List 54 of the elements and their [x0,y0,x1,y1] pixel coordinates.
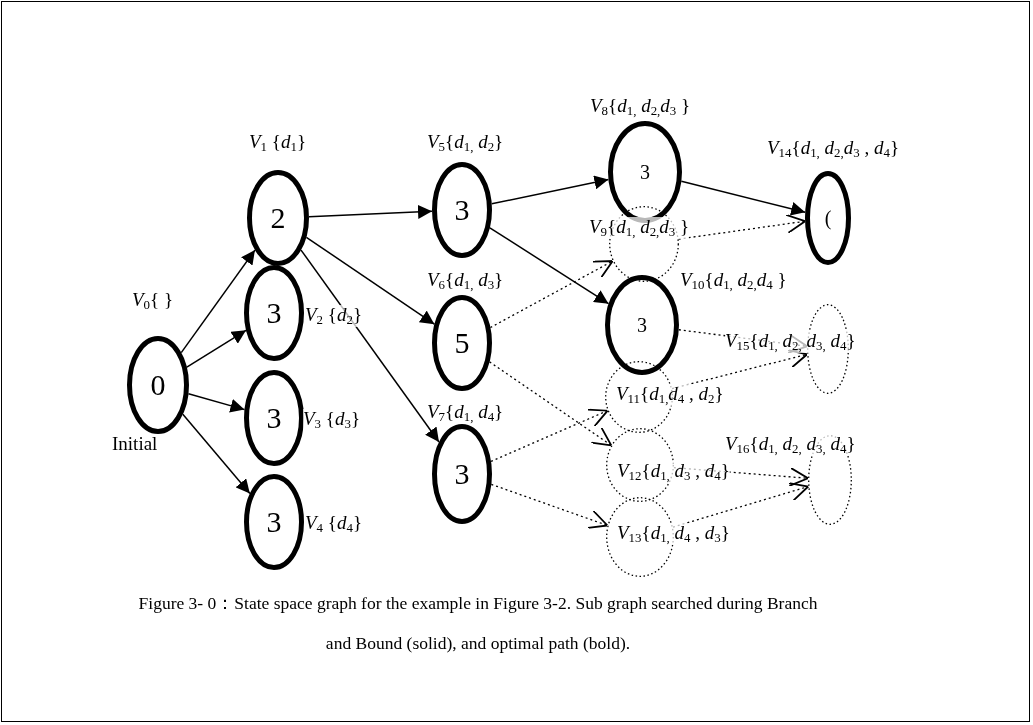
state-label: V$_{3}$ {d$_{3}$} [303,409,360,432]
arrow [490,408,609,462]
state-ellipse [244,370,304,466]
state-ellipse [805,171,851,265]
cost-value: 3 [266,403,282,433]
dotted-state-ellipse [605,361,724,433]
cost-value: 3 [637,315,647,335]
cost-value: 3 [266,507,282,537]
state-ellipse [244,265,304,361]
figure-caption: Figure 3- 0：State space graph for the example in Figure 3-2. Sub graph searched during Branch and Bound (solid), and optimal path (bold). [137,592,819,655]
arrow [489,227,610,305]
arrow [488,361,613,447]
cost-value: 2 [270,203,286,233]
state-label: V$_{9}${d$_{1,}$ d$_{2,}$d$_{3}$ } [589,217,690,240]
state-ellipse [127,336,189,434]
state-label: V$_{5}${d$_{1,}$ d$_{2}$} [427,132,504,155]
state-label: V$_{2}$ {d$_{2}$} [305,305,362,328]
arrow [490,483,609,529]
dotted-state-ellipse [725,304,856,394]
cost-value: 0 [150,370,166,400]
arrow [305,236,436,325]
state-ellipse [432,295,492,391]
state-ellipse [605,275,679,375]
arrow [180,249,256,354]
state-label: V$_{7}${d$_{1,}$ d$_{4}$} [427,402,504,425]
state-label: V$_{15}${d$_{1,}$ d$_{2,}$ d$_{3,}$ d$_{4}$} [725,331,856,354]
arrow [182,413,251,495]
arrow [678,213,806,240]
arrow [680,180,806,216]
state-label: V$_{16}${d$_{1,}$ d$_{2,}$ d$_{3,}$ d$_{4}$} [725,434,856,457]
state-label: V$_{14}${d$_{1,}$ d$_{2,}$d$_{3}$ , d$_{4}$} [767,138,900,161]
state-label: V$_{6}${d$_{1,}$ d$_{3}$} [427,270,504,293]
arrow [489,260,614,329]
cost-value: ( [824,208,832,228]
state-label: V$_{8}${d$_{1,}$ d$_{2,}$d$_{3}$ } [590,96,691,119]
dotted-state-ellipse [606,497,730,577]
cost-value: 3 [454,459,470,489]
arrow [308,204,433,219]
cost-value: 3 [640,162,650,182]
cost-value: 3 [266,298,282,328]
state-label: V$_{11}${d$_{1,}$d$_{4}$ , d$_{2}$} [616,384,724,407]
state-label: V$_{10}${d$_{1,}$ d$_{2,}$d$_{4}$ } [680,270,787,293]
arrow [300,249,440,443]
state-ellipse [244,474,304,570]
state-ellipse [247,170,309,266]
arrow [186,329,247,368]
arrow [491,175,610,205]
state-ellipse [432,424,492,524]
state-ellipse [432,162,492,258]
arrow [187,392,246,413]
state-label: V$_{12}${d$_{1,}$ d$_{3}$ , d$_{4}$} [617,461,730,484]
cost-value: 5 [454,328,470,358]
cost-value: 3 [454,195,470,225]
state-label: V$_{13}${d$_{1,}$ d$_{4}$ , d$_{3}$} [617,523,730,546]
